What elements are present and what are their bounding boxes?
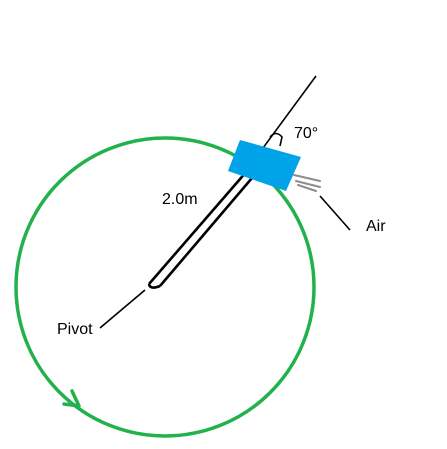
pivot-leader-line <box>99 289 146 329</box>
blade-angle-label: 70° <box>294 125 318 142</box>
rotation-direction-arrow-icon <box>62 389 81 408</box>
rotor-arm <box>147 170 253 289</box>
pivot-label: Pivot <box>57 321 93 338</box>
angle-arc <box>269 132 283 147</box>
rotation-path-circle <box>14 136 316 438</box>
arm-length-label: 2.0m <box>162 191 198 208</box>
air-label: Air <box>366 218 386 235</box>
air-leader-line <box>319 195 351 231</box>
blade <box>228 140 301 191</box>
air-flow-streaks <box>293 174 321 192</box>
